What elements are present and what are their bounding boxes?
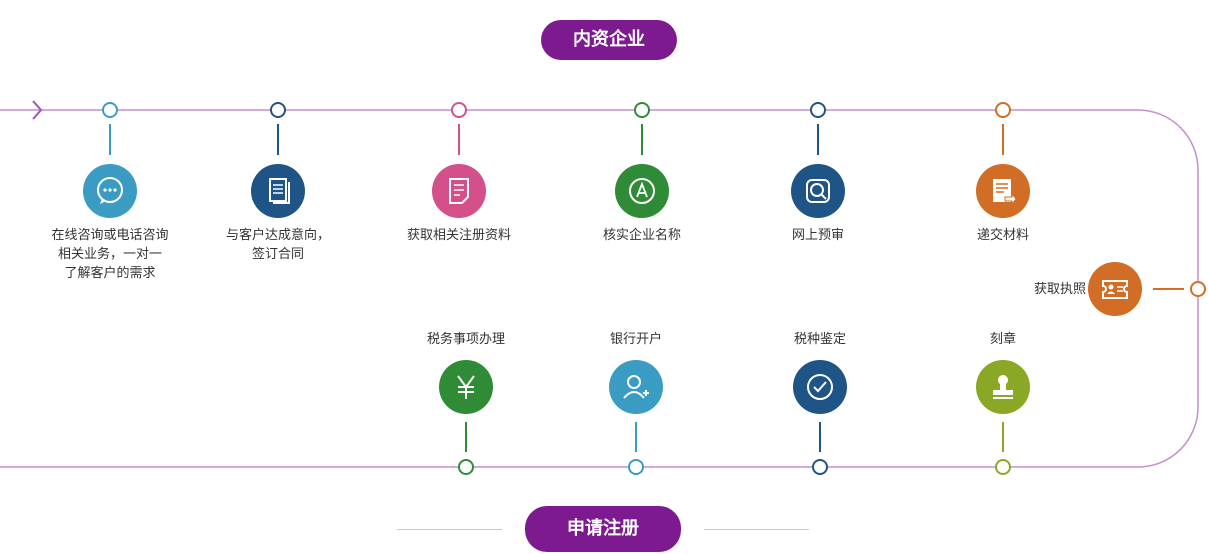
divider-left [397, 529, 502, 530]
submit-document-icon [976, 164, 1030, 218]
yuan-icon [439, 360, 493, 414]
search-icon [791, 164, 845, 218]
step-label: 获取相关注册资料 [406, 228, 511, 243]
chat-icon [83, 164, 137, 218]
letter-a-icon [615, 164, 669, 218]
step-label: 与客户达成意向，签订合同 [225, 228, 330, 262]
header-pill: 内资企业 [541, 20, 677, 60]
step-label: 刻章 [989, 332, 1016, 347]
license-icon [1088, 262, 1142, 316]
divider-right [704, 529, 809, 530]
step-label: 在线咨询或电话咨询相关业务，一对一了解客户的需求 [51, 228, 169, 281]
check-icon [793, 360, 847, 414]
form-icon [432, 164, 486, 218]
step-label: 税种鉴定 [793, 332, 846, 347]
stamp-icon [976, 360, 1030, 414]
footer-pill: 申请注册 [525, 506, 681, 552]
step-label: 网上预审 [791, 228, 844, 243]
step-label: 核实企业名称 [602, 228, 681, 243]
start-arrow-icon [32, 100, 43, 120]
step-label: 递交材料 [976, 228, 1029, 243]
step-label: 税务事项办理 [426, 332, 505, 347]
document-icon [251, 164, 305, 218]
right-step-label: 获取执照 [1033, 282, 1086, 297]
add-user-icon [609, 360, 663, 414]
step-label: 银行开户 [609, 332, 662, 347]
